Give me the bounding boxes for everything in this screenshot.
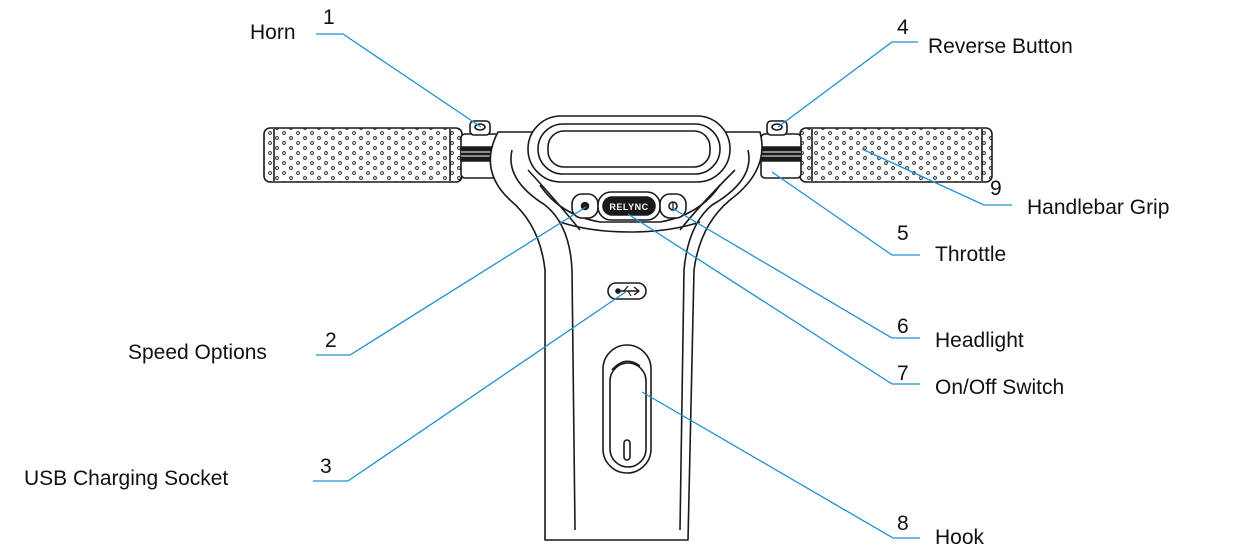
leader-throttle xyxy=(771,171,920,256)
hook-slot xyxy=(602,344,652,474)
leader-hook xyxy=(641,391,920,539)
number-usb-charging-socket: 3 xyxy=(320,455,332,478)
leader-lines xyxy=(313,33,1012,539)
number-throttle: 5 xyxy=(897,222,909,245)
leader-reverse-button xyxy=(777,41,918,128)
leader-speed-options xyxy=(316,206,587,356)
right-collar xyxy=(760,120,802,179)
number-headlight: 6 xyxy=(897,315,909,338)
number-handlebar-grip: 9 xyxy=(990,177,1002,200)
label-horn: Horn xyxy=(250,21,296,44)
label-reverse-button: Reverse Button xyxy=(928,35,1073,58)
number-on-off-switch: 7 xyxy=(897,362,909,385)
left-handlebar-grip xyxy=(263,127,463,183)
label-handlebar-grip: Handlebar Grip xyxy=(1027,196,1170,219)
leader-horn xyxy=(316,33,482,128)
display-brand-text: RELYNC xyxy=(609,202,648,212)
label-headlight: Headlight xyxy=(935,329,1024,352)
number-horn: 1 xyxy=(323,6,335,29)
label-speed-options: Speed Options xyxy=(128,341,267,364)
number-speed-options: 2 xyxy=(325,329,337,352)
leader-on-off-switch xyxy=(627,213,920,385)
label-throttle: Throttle xyxy=(935,243,1007,266)
left-collar xyxy=(460,120,500,179)
leader-handlebar-grip xyxy=(861,148,1012,206)
leader-headlight xyxy=(671,207,920,339)
control-buttons xyxy=(571,191,687,221)
label-hook: Hook xyxy=(935,526,985,549)
right-handlebar-grip xyxy=(799,127,993,183)
number-hook: 8 xyxy=(897,512,909,535)
display-housing xyxy=(527,115,731,183)
leader-usb-charging-socket xyxy=(313,290,628,482)
stem-body xyxy=(489,131,763,541)
label-usb-charging-socket: USB Charging Socket xyxy=(24,467,229,490)
scooter-drawing xyxy=(263,115,993,541)
number-reverse-button: 4 xyxy=(897,16,909,39)
label-on-off-switch: On/Off Switch xyxy=(935,376,1065,399)
